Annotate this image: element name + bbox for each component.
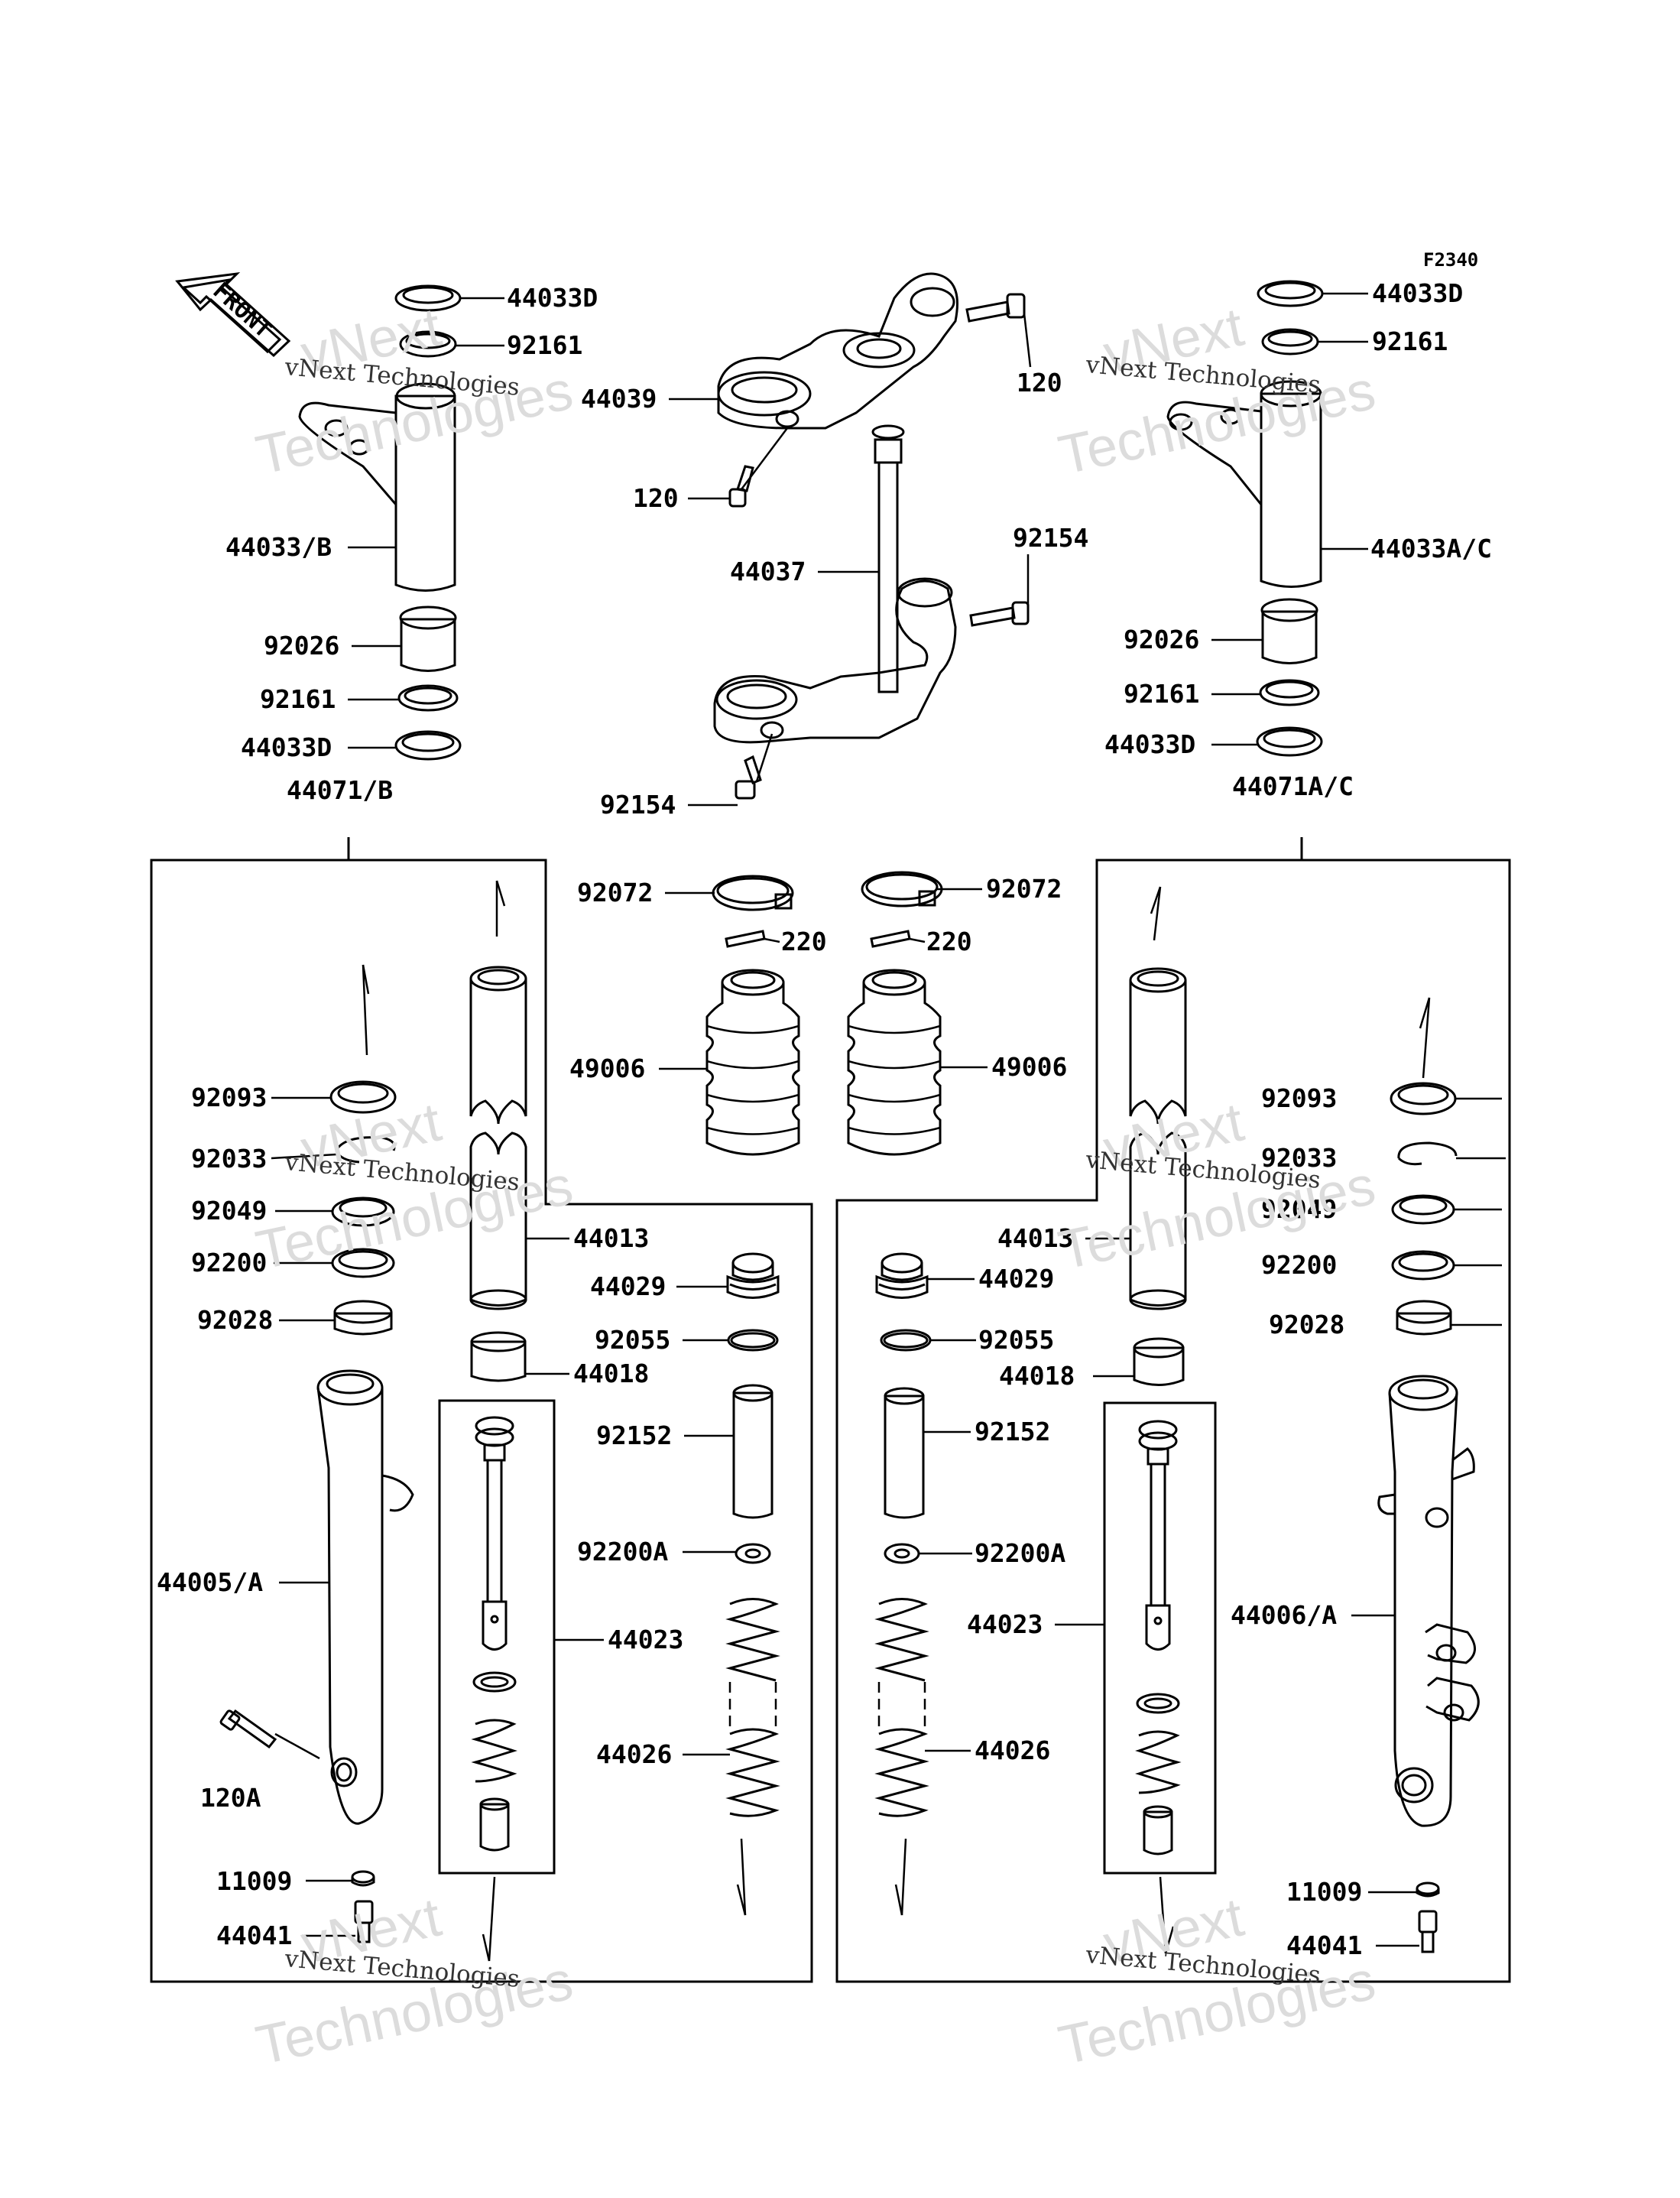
label-44041: 44041 bbox=[1286, 1930, 1362, 1960]
figure-code: F2340 bbox=[1423, 249, 1478, 271]
label-120A: 120A bbox=[200, 1783, 261, 1813]
label-92093: 92093 bbox=[1261, 1083, 1337, 1113]
label-120: 120 bbox=[633, 483, 679, 513]
label-44039: 44039 bbox=[581, 384, 657, 414]
label-92154: 92154 bbox=[600, 790, 676, 820]
left-damper-box bbox=[438, 1399, 556, 1875]
label-92033: 92033 bbox=[1261, 1143, 1337, 1173]
left-fork-box bbox=[150, 837, 813, 1983]
left-upper-assembly bbox=[298, 284, 504, 761]
label-44026: 44026 bbox=[975, 1735, 1050, 1765]
label-44013: 44013 bbox=[573, 1223, 649, 1253]
label-220: 220 bbox=[781, 927, 827, 956]
label-92055: 92055 bbox=[978, 1325, 1054, 1355]
label-44033D: 44033D bbox=[507, 283, 598, 313]
label-92161: 92161 bbox=[1124, 679, 1199, 709]
label-92200: 92200 bbox=[191, 1248, 267, 1278]
label-11009: 11009 bbox=[216, 1866, 292, 1896]
label-92161: 92161 bbox=[507, 330, 582, 360]
label-49006: 49006 bbox=[569, 1054, 645, 1083]
label-92026: 92026 bbox=[1124, 625, 1199, 654]
label-44029: 44029 bbox=[978, 1264, 1054, 1294]
label-92028: 92028 bbox=[1269, 1310, 1344, 1339]
label-44041: 44041 bbox=[216, 1920, 292, 1950]
label-44018: 44018 bbox=[999, 1361, 1075, 1391]
label-44005A: 44005/A bbox=[157, 1567, 263, 1597]
right-fork-box bbox=[835, 837, 1511, 1983]
label-44033D: 44033D bbox=[1104, 729, 1195, 759]
front-arrow-icon: FRONT bbox=[175, 271, 291, 358]
steering-stem-assembly bbox=[669, 272, 1032, 807]
label-220: 220 bbox=[926, 927, 972, 956]
label-44023: 44023 bbox=[967, 1609, 1043, 1639]
label-44029: 44029 bbox=[590, 1271, 666, 1301]
label-92200A: 92200A bbox=[975, 1538, 1065, 1568]
label-44037: 44037 bbox=[730, 557, 806, 586]
label-92200A: 92200A bbox=[577, 1537, 668, 1567]
label-44033D: 44033D bbox=[241, 732, 332, 762]
label-92049: 92049 bbox=[1261, 1194, 1337, 1224]
label-92161: 92161 bbox=[260, 684, 336, 714]
left-fork-parts bbox=[219, 880, 604, 1962]
label-92152: 92152 bbox=[975, 1417, 1050, 1446]
label-44006A: 44006/A bbox=[1231, 1600, 1337, 1630]
label-92026: 92026 bbox=[264, 631, 339, 661]
center-boots bbox=[659, 871, 988, 1156]
label-11009: 11009 bbox=[1286, 1877, 1362, 1907]
label-92033: 92033 bbox=[191, 1144, 267, 1174]
label-120: 120 bbox=[1017, 368, 1062, 398]
label-44023: 44023 bbox=[608, 1625, 683, 1654]
front-arrow-label: FRONT bbox=[207, 278, 277, 343]
label-92049: 92049 bbox=[191, 1196, 267, 1226]
label-44026: 44026 bbox=[596, 1739, 672, 1769]
label-44033D: 44033D bbox=[1372, 278, 1463, 308]
label-92093: 92093 bbox=[191, 1083, 267, 1112]
label-92055: 92055 bbox=[595, 1325, 670, 1355]
label-92200: 92200 bbox=[1261, 1250, 1337, 1280]
label-44071B: 44071/B bbox=[287, 775, 393, 805]
label-92028: 92028 bbox=[197, 1305, 273, 1335]
label-92072: 92072 bbox=[577, 878, 653, 907]
label-92161: 92161 bbox=[1372, 326, 1448, 356]
right-damper-box bbox=[1103, 1401, 1217, 1875]
label-44071AC: 44071A/C bbox=[1232, 771, 1354, 801]
label-44013: 44013 bbox=[997, 1223, 1073, 1253]
right-fork-parts bbox=[1055, 886, 1506, 1954]
label-92152: 92152 bbox=[596, 1420, 672, 1450]
label-44018: 44018 bbox=[573, 1359, 649, 1388]
right-upper-assembly bbox=[1166, 280, 1368, 757]
center-springs bbox=[676, 1252, 976, 1916]
label-44033B: 44033/B bbox=[225, 532, 332, 562]
label-44033AC: 44033A/C bbox=[1370, 534, 1492, 563]
label-49006: 49006 bbox=[991, 1052, 1067, 1082]
label-92072: 92072 bbox=[986, 874, 1062, 904]
label-92154: 92154 bbox=[1013, 523, 1088, 553]
